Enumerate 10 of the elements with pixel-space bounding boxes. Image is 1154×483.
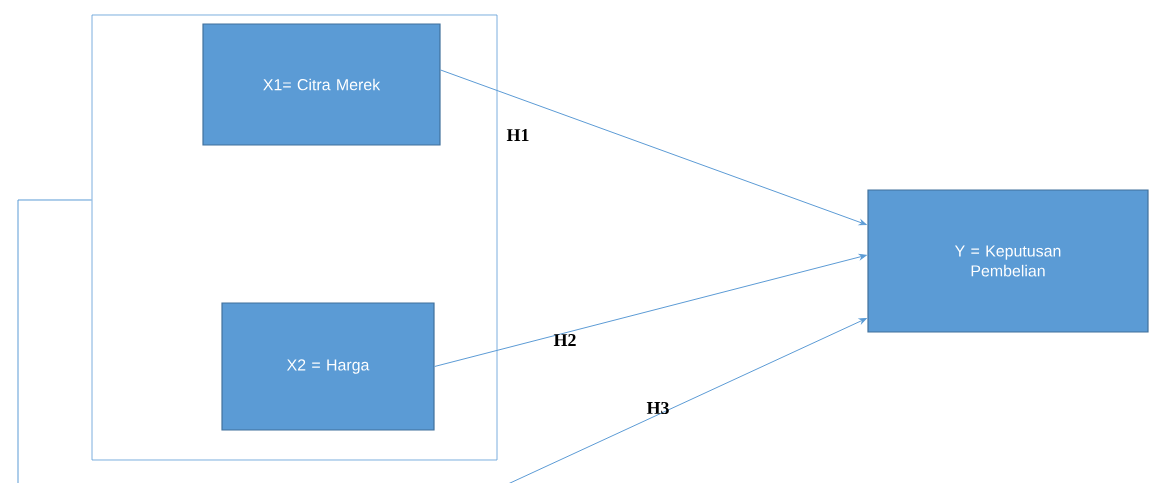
arrow [434, 254, 867, 367]
arrow [17, 199, 867, 483]
edge-label: H1 [506, 129, 529, 141]
variable-box: X1= Citra Merek [202, 23, 441, 146]
edge-label: H3 [646, 401, 669, 414]
variable-box: X2 = Harga [221, 302, 435, 431]
variable-box: Y = Keputusan Pembelian [867, 189, 1149, 333]
edge-label: H2 [553, 334, 576, 346]
group-box [91, 14, 498, 461]
arrow [440, 69, 867, 226]
